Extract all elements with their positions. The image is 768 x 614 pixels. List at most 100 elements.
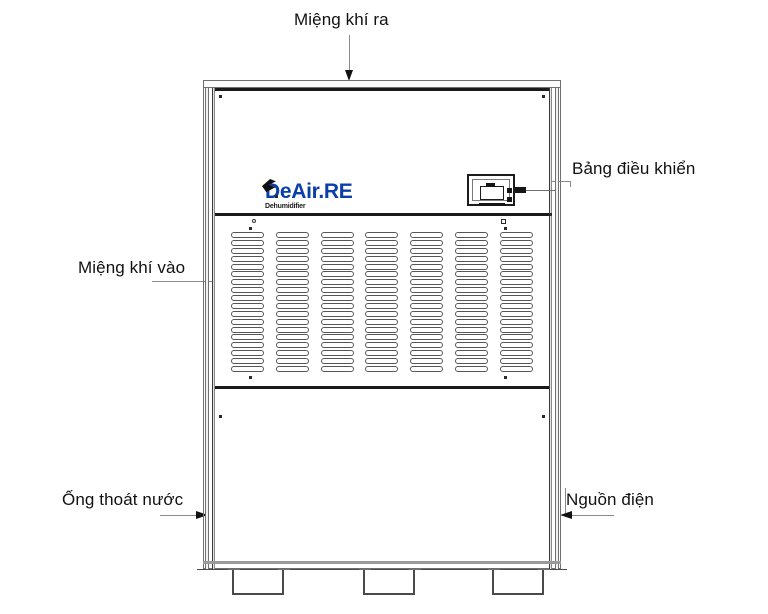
control-panel-display-header (486, 183, 495, 187)
control-panel-button-1[interactable] (507, 188, 512, 193)
grille-slot (231, 255, 264, 262)
annotation-label-drain-pipe: Ống thoát nước (62, 490, 184, 509)
grille-slot (410, 310, 444, 317)
control-panel-display (480, 186, 504, 200)
panel-rivet (542, 415, 545, 418)
grille-slot (410, 263, 444, 270)
grille-slot (320, 365, 354, 372)
cabinet-right-rail-inner (549, 88, 552, 569)
grille-slot (455, 342, 489, 349)
annotation-label-air-inlet: Miệng khí vào (78, 258, 186, 277)
grille-slot (365, 287, 399, 294)
grille-slot (231, 350, 264, 357)
cabinet-foot-center-cap (409, 569, 421, 570)
grille-slot (365, 271, 399, 278)
grille-slot (320, 342, 354, 349)
grille-slot (455, 302, 489, 309)
panel-rivet (275, 195, 278, 198)
cabinet-lower-panel (215, 389, 549, 561)
grille-slot (320, 326, 354, 333)
control-panel-button-2[interactable] (507, 197, 512, 202)
grille-slot (499, 295, 533, 301)
cabinet-foot-right (492, 569, 544, 595)
arrow-head-drain-pipe (196, 511, 208, 519)
grille-slot (275, 302, 309, 309)
grille-slot (365, 318, 399, 325)
grille-slot (455, 358, 489, 364)
grille-slot (499, 271, 533, 278)
grille-slot (410, 287, 444, 294)
grille-slot (320, 271, 354, 278)
grille-slot (499, 310, 533, 317)
grille-slot (455, 334, 489, 341)
grille-slot (275, 279, 309, 286)
control-panel-bezel (472, 179, 512, 206)
leader-line-control-panel (533, 181, 571, 182)
air-intake-grille (231, 232, 533, 372)
grille-slot (499, 365, 533, 372)
grille-slot (275, 310, 309, 317)
grille-slot (320, 334, 354, 341)
grille-slot (365, 279, 399, 286)
grille-slot (275, 255, 309, 262)
grille-slot (320, 263, 354, 270)
grille-slot (499, 255, 533, 262)
cabinet-top-edge (215, 88, 549, 91)
brand-logo: DeAir.RE Dehumidifier (262, 179, 353, 210)
grille-slot (320, 302, 354, 309)
grille-slot (320, 318, 354, 325)
grille-column (231, 232, 264, 372)
grille-slot (410, 342, 444, 349)
grille-slot (275, 350, 309, 357)
grille-slot (410, 295, 444, 301)
annotation-label-air-outlet: Miệng khí ra (294, 10, 389, 29)
grille-slot (410, 232, 444, 238)
cabinet-base-bar (203, 561, 561, 564)
cabinet-foot-center (363, 569, 415, 595)
control-panel-module[interactable] (467, 174, 515, 206)
grille-slot (499, 279, 533, 286)
cabinet-floor-line (197, 569, 567, 570)
grille-slot (231, 271, 264, 278)
grille-slot (410, 247, 444, 254)
grille-slot (410, 255, 444, 262)
grille-slot (275, 365, 309, 372)
grille-slot (455, 326, 489, 333)
grille-slot (455, 318, 489, 325)
grille-slot (410, 350, 444, 357)
grille-slot (365, 295, 399, 301)
grille-slot (410, 239, 444, 246)
grille-slot (320, 287, 354, 294)
grille-rivet (504, 227, 507, 230)
grille-slot (231, 365, 264, 372)
cabinet-right-rail-outer (555, 88, 559, 569)
grille-slot (455, 279, 489, 286)
grille-slot (499, 350, 533, 357)
grille-slot (275, 334, 309, 341)
grille-slot (231, 302, 264, 309)
grille-slot (365, 302, 399, 309)
grille-slot (275, 239, 309, 246)
grille-slot (499, 287, 533, 294)
grille-slot (275, 271, 309, 278)
grille-slot (320, 255, 354, 262)
grille-slot (365, 232, 399, 238)
grille-slot (499, 263, 533, 270)
dehumidifier-cabinet: DeAir.RE Dehumidifier (197, 80, 567, 595)
cabinet-foot-left (232, 569, 284, 595)
grille-slot (365, 239, 399, 246)
grille-slot (320, 239, 354, 246)
cabinet-left-rail-outer (205, 88, 209, 569)
cabinet-grille-panel (215, 216, 549, 386)
grille-slot (320, 295, 354, 301)
grille-slot (455, 365, 489, 372)
grille-slot (365, 350, 399, 357)
grille-slot (231, 334, 264, 341)
grille-slot (365, 365, 399, 372)
grille-slot (320, 247, 354, 254)
grille-column (455, 232, 489, 372)
annotation-label-control-panel: Bảng điều khiển (572, 159, 696, 178)
grille-slot (455, 271, 489, 278)
grille-column (365, 232, 399, 372)
grille-slot (231, 358, 264, 364)
